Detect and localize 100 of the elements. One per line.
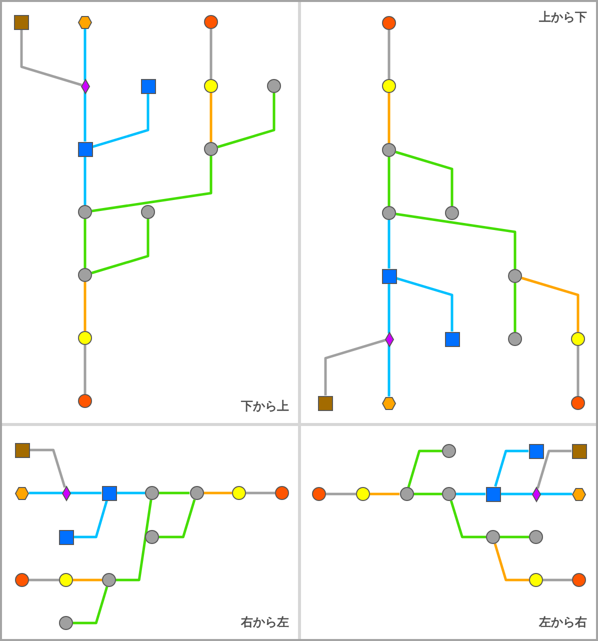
- hexagon-marker: [15, 486, 29, 500]
- connector-line: [73, 578, 102, 582]
- circle-marker: [508, 269, 522, 283]
- diamond-marker: [80, 78, 90, 94]
- connector-line: [514, 283, 516, 332]
- circle-marker: [204, 142, 218, 156]
- diagram-panel: [2, 2, 298, 423]
- connector-line: [543, 578, 572, 582]
- circle-marker: [312, 487, 326, 501]
- connector-line: [396, 212, 516, 269]
- connector-line: [29, 492, 64, 494]
- connector-line: [324, 338, 386, 396]
- circle-marker: [442, 444, 456, 458]
- circle-marker: [486, 530, 500, 544]
- connector-line: [388, 220, 390, 268]
- connector-line: [494, 450, 528, 487]
- connector-line: [84, 282, 86, 331]
- connector-line: [84, 28, 86, 80]
- connector-line: [84, 92, 86, 142]
- connector-line: [388, 157, 390, 206]
- circle-marker: [571, 332, 585, 346]
- square-marker: [486, 486, 500, 502]
- circle-marker: [141, 205, 155, 219]
- circle-marker: [382, 79, 396, 93]
- connector-line: [116, 492, 145, 494]
- connector-line: [456, 492, 486, 496]
- connector-line: [210, 29, 212, 79]
- connector-line: [91, 219, 150, 274]
- square-marker: [528, 444, 544, 458]
- circle-marker: [382, 16, 396, 30]
- circle-marker: [204, 79, 218, 93]
- circle-marker: [529, 530, 543, 544]
- square-marker: [78, 142, 92, 156]
- connector-line: [30, 448, 66, 488]
- circle-marker: [204, 15, 218, 29]
- circle-marker: [145, 486, 159, 500]
- connector-line: [210, 93, 212, 142]
- square-marker: [382, 268, 396, 284]
- connector-line: [84, 156, 86, 205]
- connector-line: [414, 492, 442, 496]
- square-marker: [14, 14, 29, 30]
- connector-line: [84, 345, 86, 394]
- connector-line: [20, 30, 82, 86]
- circle-marker: [59, 573, 73, 587]
- circle-marker: [442, 487, 456, 501]
- circle-marker: [102, 573, 116, 587]
- connector-line: [388, 30, 390, 79]
- direction-label: 下から上: [241, 399, 289, 413]
- circle-marker: [508, 332, 522, 346]
- circle-marker: [445, 206, 459, 220]
- hexagon-marker: [78, 16, 92, 28]
- square-marker: [572, 444, 586, 458]
- connector-line: [388, 284, 390, 334]
- diamond-marker: [62, 486, 71, 500]
- circle-marker: [78, 268, 92, 282]
- connector-line: [70, 492, 102, 494]
- connector-line: [500, 536, 529, 538]
- circle-marker: [572, 573, 586, 587]
- circle-marker: [529, 573, 543, 587]
- connector-line: [92, 156, 212, 212]
- connector-line: [407, 450, 442, 488]
- connector-line: [539, 492, 572, 496]
- connector-line: [536, 450, 572, 489]
- direction-label: 上から下: [539, 10, 587, 24]
- connector-line: [84, 219, 86, 268]
- circle-marker: [382, 206, 396, 220]
- circle-marker: [145, 530, 159, 544]
- connector-line: [388, 93, 390, 143]
- circle-marker: [382, 143, 396, 157]
- diagram-panel: [301, 2, 596, 423]
- circle-marker: [275, 486, 289, 500]
- circle-marker: [232, 486, 246, 500]
- square-marker: [102, 486, 116, 500]
- circle-marker: [356, 487, 370, 501]
- connector-line: [388, 344, 390, 396]
- hexagon-marker: [572, 488, 586, 500]
- circle-marker: [78, 394, 92, 408]
- connector-line: [116, 500, 152, 582]
- diamond-marker: [532, 486, 540, 502]
- square-marker: [58, 530, 74, 544]
- square-marker: [15, 442, 30, 458]
- circle-marker: [267, 79, 281, 93]
- connector-line: [370, 492, 400, 496]
- connector-line: [73, 586, 108, 624]
- connector-line: [395, 150, 454, 206]
- connector-line: [217, 93, 276, 148]
- connector-line: [92, 94, 150, 148]
- connector-line: [521, 276, 580, 332]
- connector-line: [159, 492, 190, 494]
- connector-line: [246, 492, 275, 494]
- connector-line: [29, 578, 59, 582]
- square-marker: [318, 396, 333, 410]
- circle-marker: [571, 396, 585, 410]
- circle-marker: [400, 487, 414, 501]
- connector-line: [450, 500, 486, 538]
- circle-marker: [78, 331, 92, 345]
- circle-marker: [78, 205, 92, 219]
- diamond-marker: [384, 332, 394, 346]
- hexagon-marker: [382, 396, 396, 410]
- circle-marker: [15, 573, 29, 587]
